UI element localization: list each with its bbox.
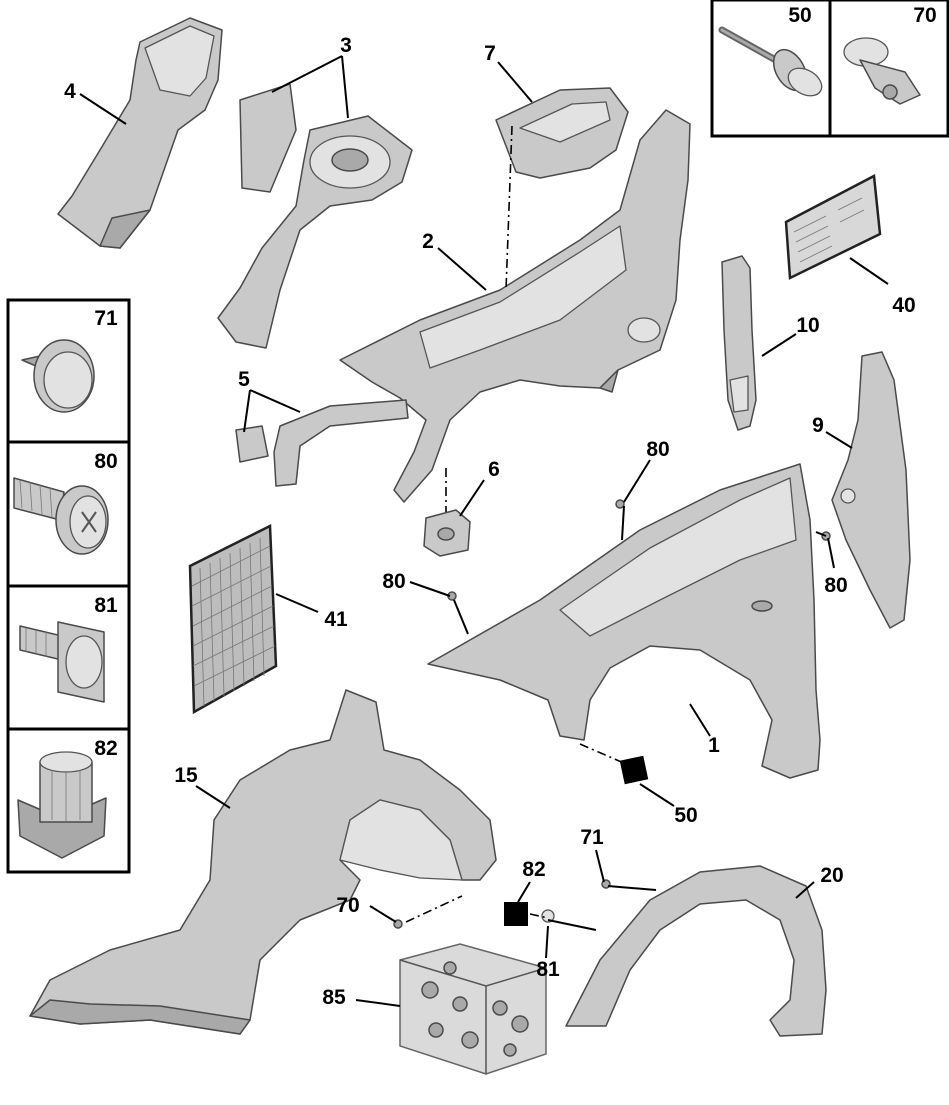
callout-7: 7 [484,42,496,65]
callout-80-right: 80 [824,574,847,597]
part-6-mount [423,509,471,557]
callout-9: 9 [812,414,824,437]
callout-70: 70 [336,894,359,917]
legend-left: 71 80 81 82 [6,298,131,874]
callout-50: 50 [674,804,697,827]
callout-82: 82 [522,858,545,881]
callout-40: 40 [892,294,915,317]
legend-left-label-82: 82 [94,737,117,760]
callout-6: 6 [488,458,500,481]
screw-80-icon [13,477,109,555]
callout-5: 5 [238,368,250,391]
leader-lines [79,55,889,1007]
plug-71-icon [21,339,95,413]
part-7-bracket [495,87,629,179]
marker-82 [504,902,528,926]
nut-82-icon [17,751,107,859]
callout-3: 3 [340,34,352,57]
callout-41: 41 [324,608,348,631]
fasteners [393,499,831,929]
part-85-kit-box [399,943,547,1075]
part-10-pillar [721,255,757,431]
part-40-label [784,174,882,280]
callout-1: 1 [708,734,720,757]
rivet-50-icon [718,26,823,97]
callout-2: 2 [422,230,434,253]
callout-10: 10 [796,314,819,337]
part-1-fender [427,463,821,779]
part-3-shock-tower [217,83,413,349]
callout-71: 71 [580,826,604,849]
alignment-lines [405,125,627,923]
part-20-arch-trim [565,865,827,1037]
part-5-reinforcement [235,399,409,487]
callout-4: 4 [64,80,76,103]
marker-50 [619,755,649,785]
legend-top-label-70: 70 [913,4,936,27]
part-2-side-member [339,109,691,503]
callout-80-left: 80 [382,570,405,593]
legend-left-label-80: 80 [94,450,117,473]
callout-20: 20 [820,864,843,887]
callout-labels: 4 3 7 2 5 6 10 9 40 41 80 80 80 1 50 15 … [64,34,916,1009]
clip-70-icon [843,37,921,105]
legend-left-label-81: 81 [94,594,118,617]
legend-left-label-71: 71 [94,307,118,330]
callout-80-top: 80 [646,438,669,461]
part-9-seal [831,351,911,629]
callout-81: 81 [536,958,560,981]
part-4-inner-panel [57,17,223,249]
part-41-mesh [188,524,278,715]
stud-81-icon [19,621,105,703]
part-15-liner [29,689,497,1035]
callout-15: 15 [174,764,198,787]
legend-top-right: 50 70 [710,0,949,138]
callout-85: 85 [322,986,346,1009]
legend-top-label-50: 50 [788,4,811,27]
